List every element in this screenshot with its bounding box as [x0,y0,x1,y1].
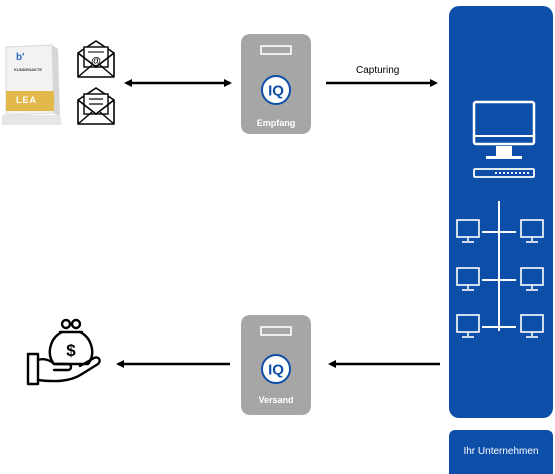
network-computer-icon [456,219,480,243]
company-panel [449,6,553,418]
network-computer-icon [456,267,480,291]
svg-text:$: $ [66,341,76,360]
kundenakte-product-box: b' KUNDENAKTE LEA [2,43,62,125]
server-versand-label: Versand [258,395,294,405]
money-bag-hand-icon: $ [24,318,104,390]
letter-envelope-icon [74,86,118,126]
network-computer-icon [456,314,480,338]
main-computer-icon [472,100,536,178]
network-computer-icon [520,267,544,291]
svg-text:IQ: IQ [268,362,284,379]
brand-mark: b' [16,52,25,63]
server-empfang: IQ Empfang [241,34,311,134]
company-label: Ihr Unternehmen [449,430,553,474]
capturing-label: Capturing [356,65,400,76]
product-badge: LEA [16,95,37,105]
server-empfang-label: Empfang [256,118,296,128]
svg-text:IQ: IQ [268,83,284,100]
server-versand: IQ Versand [241,315,311,415]
product-title: KUNDENAKTE [14,67,42,72]
company-label-text: Ihr Unternehmen [463,446,539,457]
svg-text:@: @ [91,56,101,67]
network-computer-icon [520,219,544,243]
email-envelope-icon: @ [74,39,118,79]
network-computer-icon [520,314,544,338]
